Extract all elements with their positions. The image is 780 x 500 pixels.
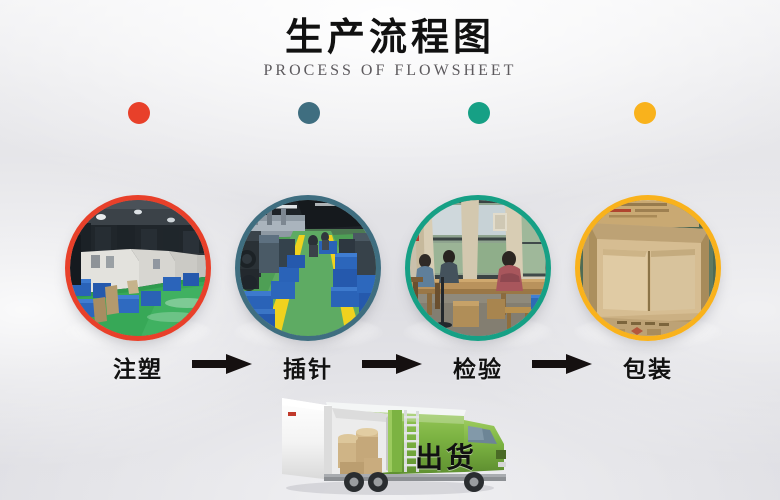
page-title-block: 生产流程图 PROCESS OF FLOWSHEET — [0, 15, 780, 80]
flow-node-2[interactable] — [298, 102, 320, 124]
step-label-2: 插针 — [283, 357, 333, 383]
flow-arrow-3 — [532, 354, 592, 374]
step-label-3: 检验 — [453, 357, 503, 383]
delivery-truck — [268, 392, 528, 496]
flow-node-3[interactable] — [468, 102, 490, 124]
flow-arrow-1 — [192, 354, 252, 374]
step-ring-1 — [65, 195, 211, 341]
step-ring-4 — [575, 195, 721, 341]
step-label-4: 包装 — [623, 357, 673, 383]
step-ring-3 — [405, 195, 551, 341]
page-subtitle: PROCESS OF FLOWSHEET — [263, 61, 517, 79]
page-title: 生产流程图 — [284, 15, 495, 59]
step-label-1: 注塑 — [113, 357, 163, 383]
shipping-label: 出货 — [415, 441, 478, 474]
step-ring-2 — [235, 195, 381, 341]
flow-node-1[interactable] — [128, 102, 150, 124]
flow-node-4[interactable] — [634, 102, 656, 124]
flow-arrow-2 — [362, 354, 422, 374]
